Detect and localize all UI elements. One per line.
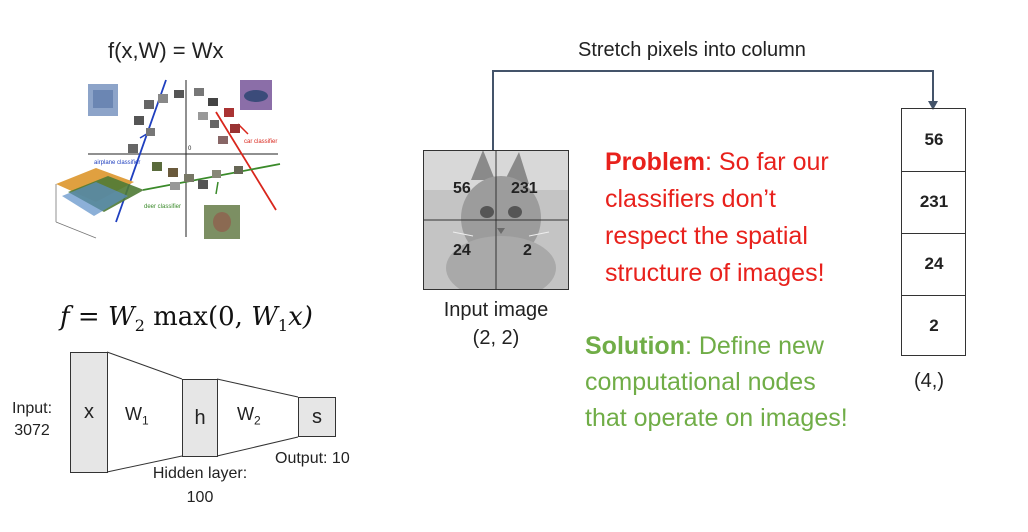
problem-text: Problem: So far our classifiers don’t re… [605,148,829,287]
mlp-formula: f = W2 max(0, W1x) [60,302,313,336]
linear-classifier-figure: car classifier airplane classifier deer … [55,79,281,239]
car-classifier-label: car classifier [244,139,277,145]
pixel-value: 2 [523,242,532,259]
deer-classifier-label: deer classifier [144,204,181,210]
origin-label: 0 [188,146,192,152]
hidden-h-box: h [182,379,218,457]
column-cell: 231 [902,171,966,234]
stretch-title: Stretch pixels into column [578,39,806,61]
column-shape: (4,) [914,370,944,392]
solution-text: Solution: Define new computational nodes… [585,332,848,432]
pixel-value: 231 [511,180,538,197]
hidden-size-label: Hidden layer: 100 [152,465,248,506]
input-image-caption: Input image (2, 2) [443,299,549,349]
input-x-box: x [70,352,108,473]
cat-input-image: 56 231 24 2 [423,150,569,290]
airplane-classifier-label: airplane classifier [94,160,140,166]
output-s-box: s [298,397,336,437]
output-size-label: Output: 10 [275,450,350,467]
w1-label: W1 [125,404,149,428]
pixel-column: 56 231 24 2 [901,108,966,356]
input-size-label: Input: 3072 [12,400,53,439]
w2-label: W2 [237,404,261,428]
column-cell: 2 [929,316,939,335]
cat-icon [423,150,569,290]
column-cell: 56 [902,109,966,172]
linear-title: f(x,W) = Wx [108,38,224,63]
pixel-value: 24 [453,242,471,259]
pixel-value: 56 [453,180,471,197]
column-cell: 24 [902,233,966,296]
